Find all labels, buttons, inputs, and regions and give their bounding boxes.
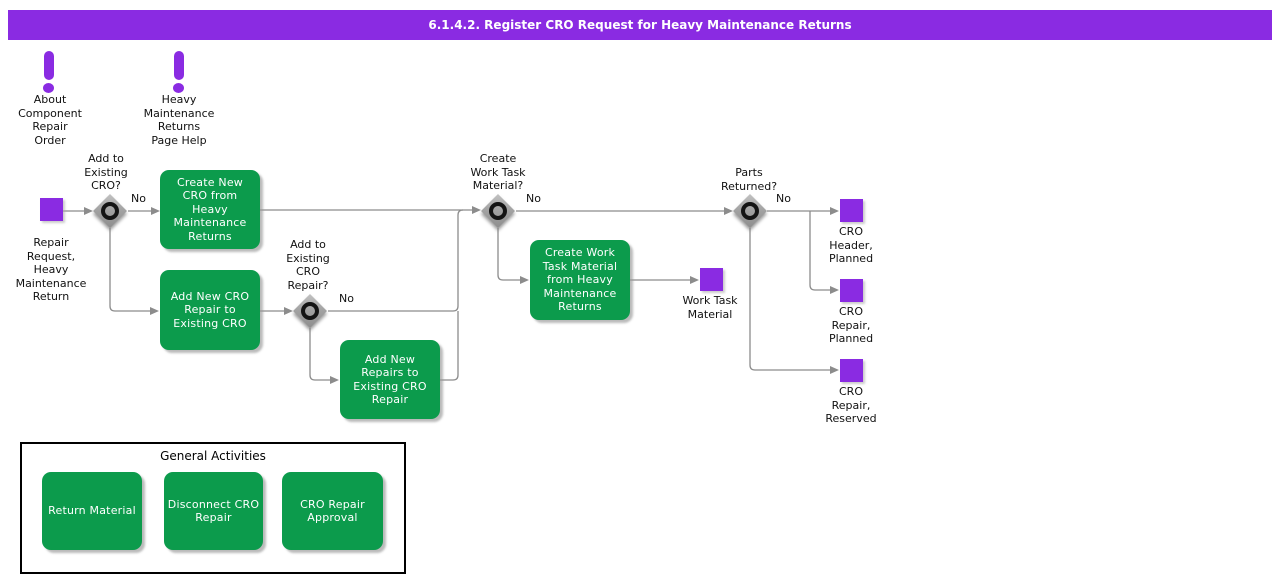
- diagram-title-bar: 6.1.4.2. Register CRO Request for Heavy …: [8, 10, 1272, 40]
- decision1-no-label: No: [131, 192, 146, 205]
- exclamation-dot-icon: [43, 83, 54, 93]
- output-cro-repair-reserved[interactable]: [840, 359, 863, 382]
- decision-create-work-task-material: [481, 194, 515, 228]
- output-cro-header-planned[interactable]: [840, 199, 863, 222]
- output-cro-repair-reserved-label: CRO Repair, Reserved: [825, 385, 877, 425]
- exclamation-dot-icon: [173, 83, 184, 93]
- start-event-repair-request[interactable]: [40, 198, 63, 221]
- start-event-label: Repair Request, Heavy Maintenance Return: [15, 236, 87, 303]
- exclamation-icon: [44, 51, 54, 80]
- output-cro-repair-planned[interactable]: [840, 279, 863, 302]
- activity-create-work-task-material[interactable]: Create Work Task Material from Heavy Mai…: [530, 240, 630, 320]
- page-help-label: Heavy Maintenance Returns Page Help: [143, 93, 215, 147]
- decision-add-to-existing-cro-repair-label: Add to Existing CRO Repair?: [286, 238, 330, 292]
- decision4-no-label: No: [776, 192, 791, 205]
- activity-create-new-cro[interactable]: Create New CRO from Heavy Maintenance Re…: [160, 170, 260, 249]
- activity-cro-repair-approval[interactable]: CRO Repair Approval: [282, 472, 383, 550]
- decision-create-work-task-material-label: Create Work Task Material?: [470, 152, 526, 192]
- activity-add-new-cro-repair[interactable]: Add New CRO Repair to Existing CRO: [160, 270, 260, 350]
- about-component-repair-order-help-icon[interactable]: [39, 50, 59, 96]
- output-work-task-material[interactable]: [700, 268, 723, 291]
- decision-parts-returned: [733, 194, 767, 228]
- activity-add-new-repairs[interactable]: Add New Repairs to Existing CRO Repair: [340, 340, 440, 419]
- activity-return-material[interactable]: Return Material: [42, 472, 142, 550]
- output-work-task-material-label: Work Task Material: [682, 294, 738, 321]
- decision-add-to-existing-cro: [93, 194, 127, 228]
- decision3-no-label: No: [526, 192, 541, 205]
- gateway-circle-icon: [489, 202, 507, 220]
- decision-add-to-existing-cro-repair: [293, 294, 327, 328]
- gateway-circle-icon: [301, 302, 319, 320]
- gateway-circle-icon: [741, 202, 759, 220]
- decision-parts-returned-label: Parts Returned?: [720, 166, 778, 193]
- exclamation-icon: [174, 51, 184, 80]
- general-activities-panel: General Activities Return Material Disco…: [20, 442, 406, 574]
- output-cro-repair-planned-label: CRO Repair, Planned: [828, 305, 874, 345]
- general-activities-title: General Activities: [160, 449, 266, 463]
- activity-disconnect-cro-repair[interactable]: Disconnect CRO Repair: [164, 472, 263, 550]
- decision2-no-label: No: [339, 292, 354, 305]
- about-component-repair-order-label: About Component Repair Order: [18, 93, 82, 147]
- page-help-icon[interactable]: [169, 50, 189, 96]
- gateway-circle-icon: [101, 202, 119, 220]
- output-cro-header-planned-label: CRO Header, Planned: [828, 225, 874, 265]
- decision-add-to-existing-cro-label: Add to Existing CRO?: [84, 152, 128, 192]
